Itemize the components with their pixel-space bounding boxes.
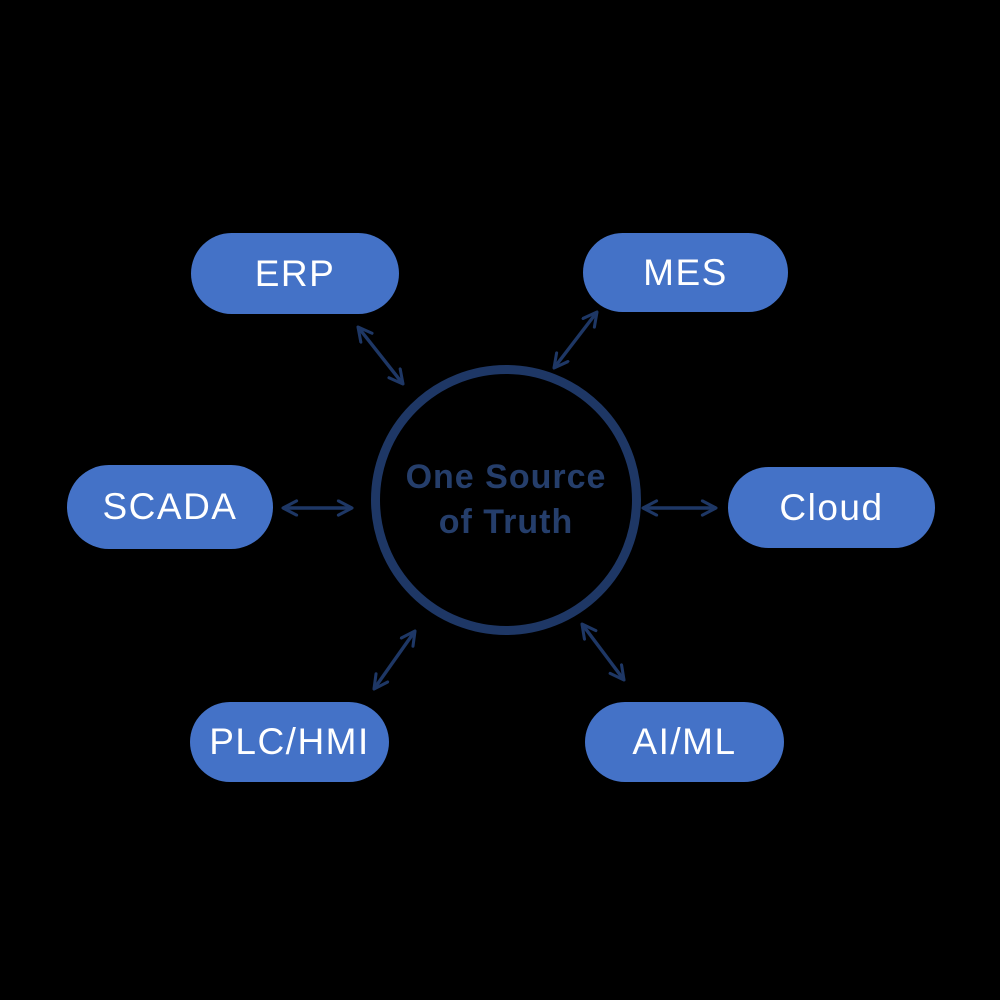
arrow-mes-center: [554, 312, 597, 368]
node-scada-label: SCADA: [102, 486, 238, 527]
center-label-line2: of Truth: [438, 503, 574, 541]
node-scada: SCADA: [67, 465, 273, 549]
center-circle: One Source of Truth: [371, 365, 641, 635]
arrow-ai-ml-center: [582, 624, 624, 680]
node-ai-ml: AI/ML: [585, 702, 784, 782]
node-cloud: Cloud: [728, 467, 935, 548]
node-erp-label: ERP: [254, 252, 336, 294]
center-label-line1: One Source: [405, 458, 607, 496]
arrow-erp-center: [358, 327, 403, 384]
node-plc-hmi: PLC/HMI: [190, 702, 389, 782]
node-mes-label: MES: [643, 251, 728, 293]
arrow-plc-hmi-center: [374, 631, 415, 689]
node-cloud-label: Cloud: [779, 486, 884, 528]
node-plc-hmi-label: PLC/HMI: [209, 721, 370, 762]
center-label: One Source of Truth: [406, 455, 607, 545]
node-erp: ERP: [191, 233, 399, 314]
node-mes: MES: [583, 233, 788, 312]
node-ai-ml-label: AI/ML: [632, 721, 737, 762]
